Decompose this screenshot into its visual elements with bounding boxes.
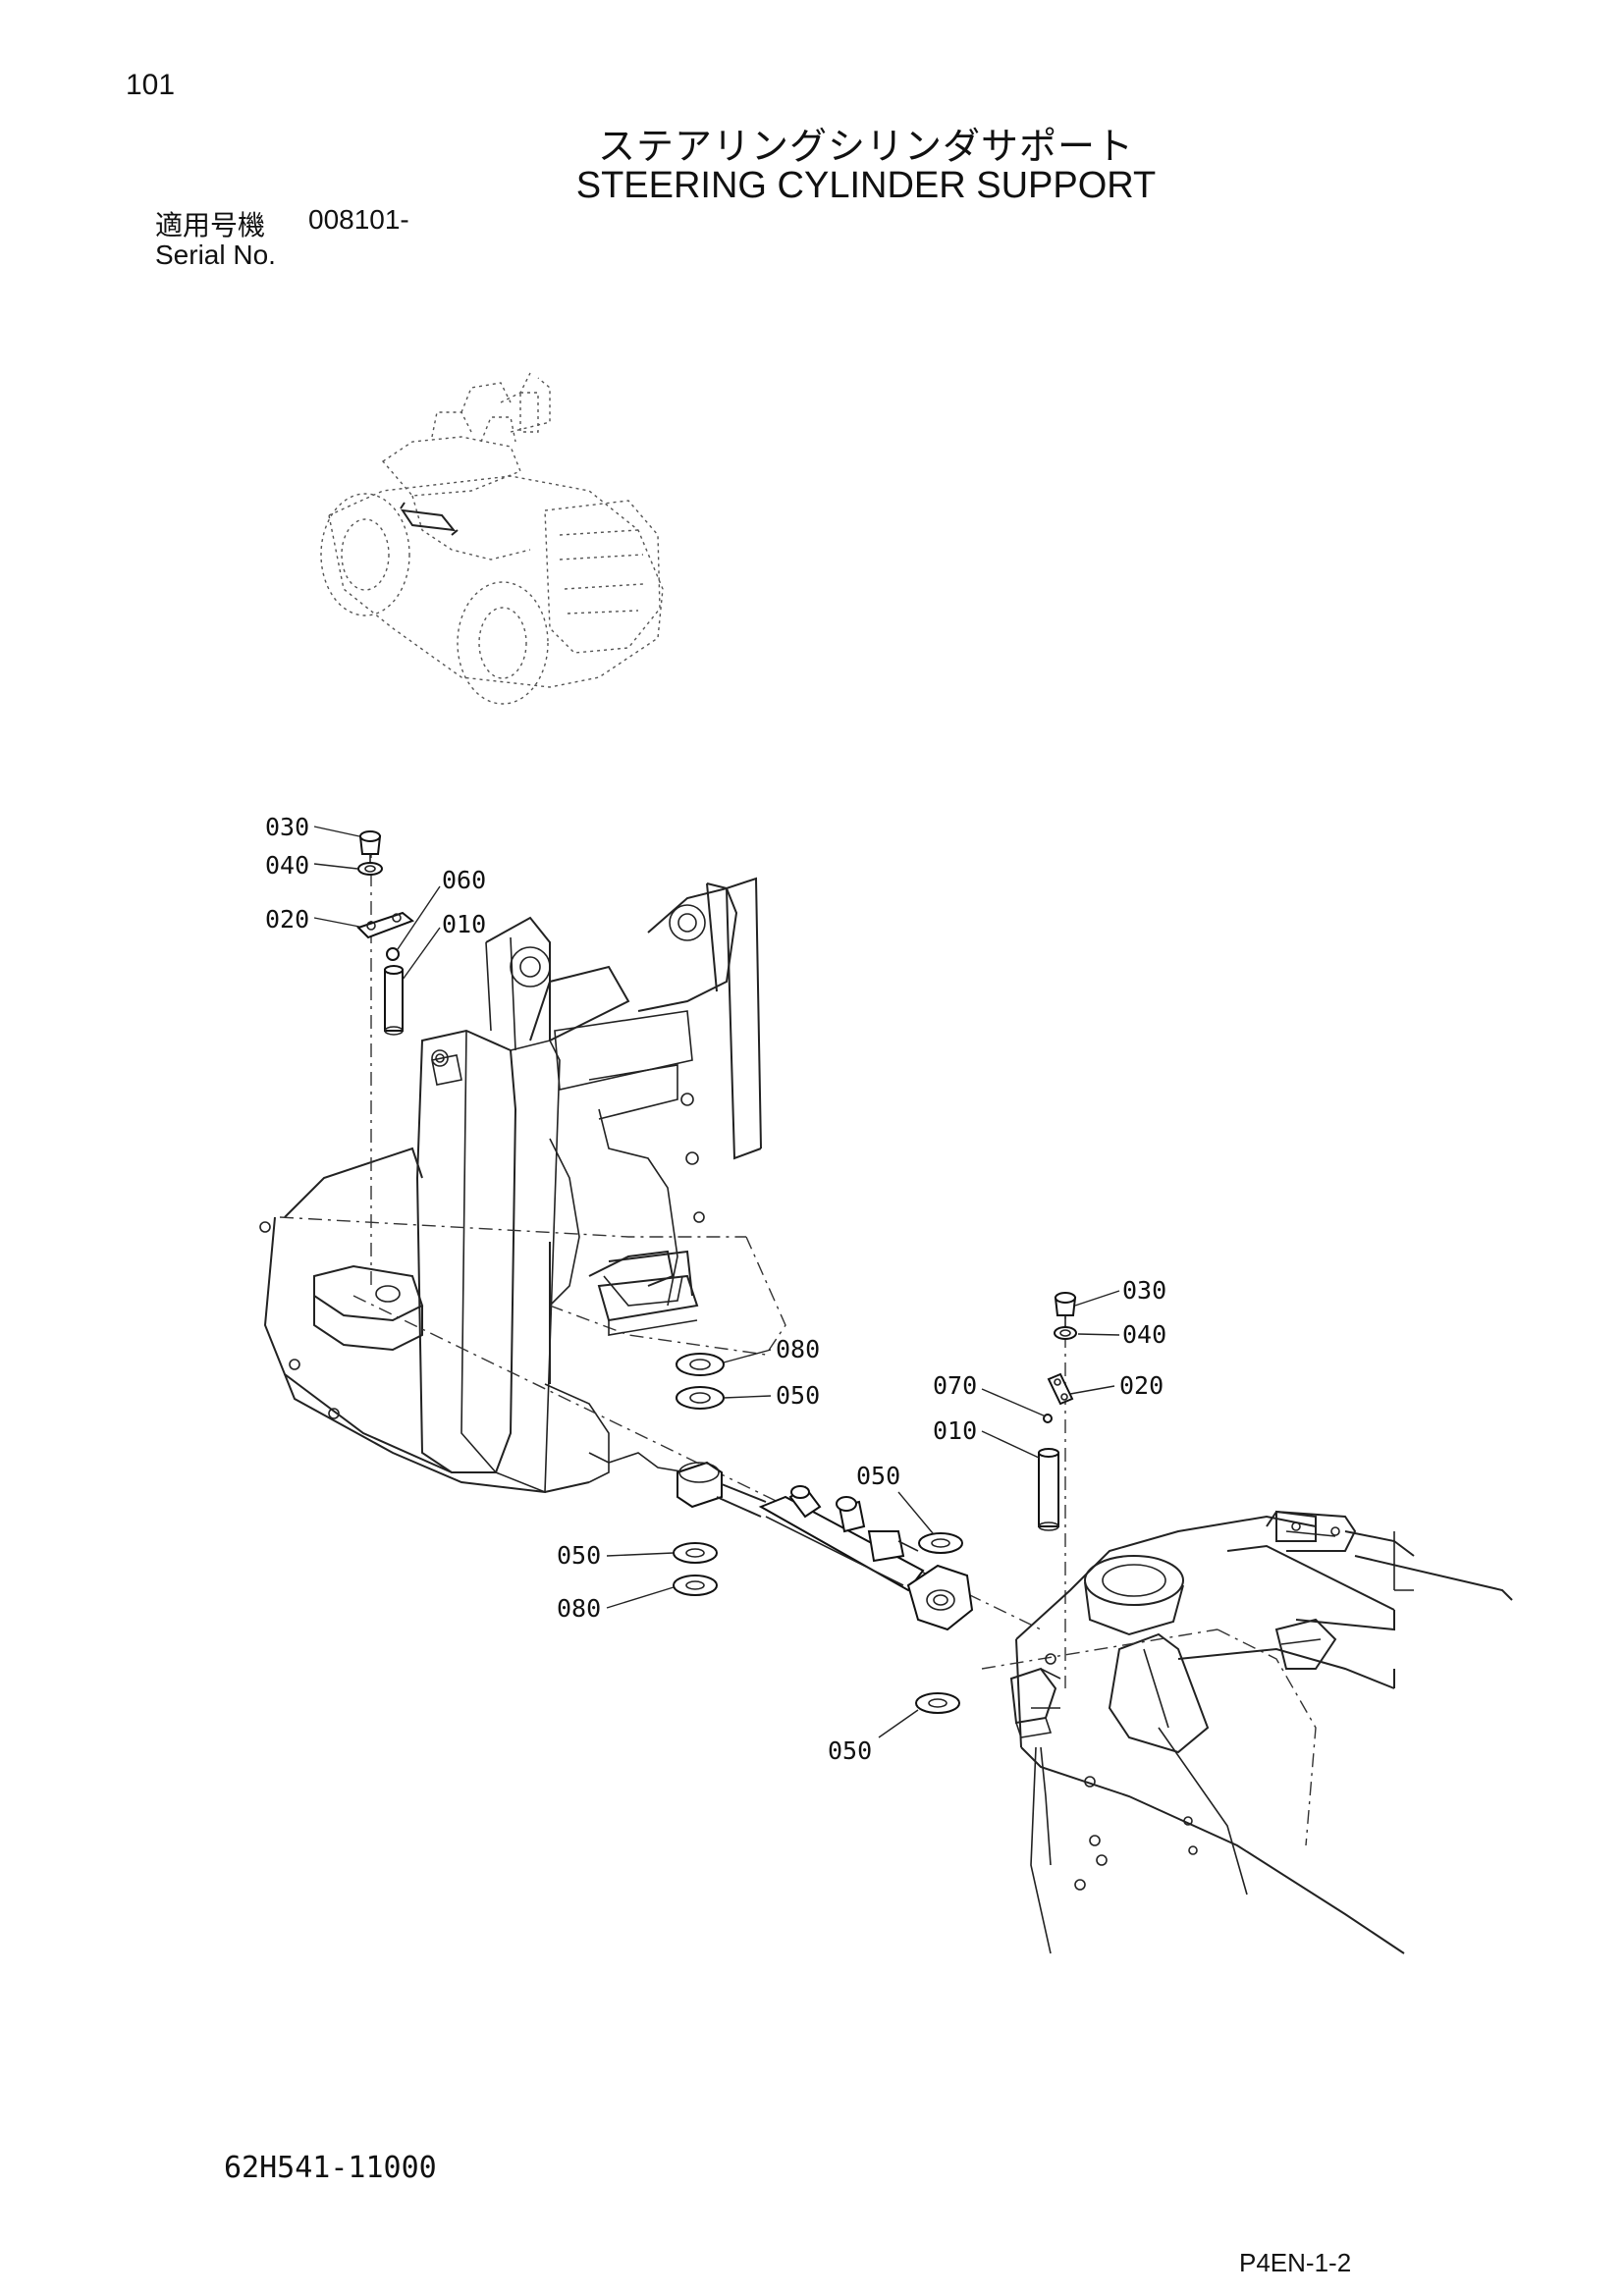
front-frame-assembly (259, 877, 786, 1494)
drawing-number: 62H541-11000 (224, 2151, 437, 2185)
callout-070: 070 (933, 1371, 977, 1400)
callout-060: 060 (442, 866, 486, 894)
callout-080-mid: 080 (776, 1335, 820, 1363)
callout-040-upper: 040 (265, 851, 309, 880)
upper-pin-assembly (356, 830, 414, 1286)
leader-lines (313, 826, 1120, 1738)
callout-030-right: 030 (1122, 1276, 1166, 1305)
callout-010-right: 010 (933, 1416, 977, 1445)
page-number: 101 (126, 69, 176, 101)
machine-overview-thumbnail (320, 372, 664, 705)
serial-label-japanese: 適用号機 (155, 209, 266, 241)
callout-040-right: 040 (1122, 1320, 1166, 1349)
callout-030-upper: 030 (265, 813, 309, 841)
callout-050-left: 050 (557, 1541, 601, 1570)
callout-050-mid: 050 (776, 1381, 820, 1410)
serial-label: Serial No. (155, 240, 276, 270)
callout-labels: 030 040 020 060 010 030 040 070 020 010 … (265, 813, 1166, 1765)
callout-080-left: 080 (557, 1594, 601, 1623)
page-code: P4EN-1-2 (1239, 2248, 1352, 2277)
callout-050-cylinder: 050 (856, 1462, 900, 1490)
callout-020-upper: 020 (265, 905, 309, 934)
rear-frame-assembly (981, 1510, 1513, 1954)
callout-010-upper: 010 (442, 910, 486, 938)
callout-050-bottom: 050 (828, 1736, 872, 1765)
callout-020-right: 020 (1119, 1371, 1164, 1400)
page-title: STEERING CYLINDER SUPPORT (575, 165, 1157, 206)
page-title-japanese: ステアリングシリンダサポート (597, 125, 1134, 168)
serial-number-value: 008101- (308, 204, 409, 235)
right-pin-assembly (1038, 1292, 1077, 1688)
steering-cylinder (352, 1295, 1042, 1714)
